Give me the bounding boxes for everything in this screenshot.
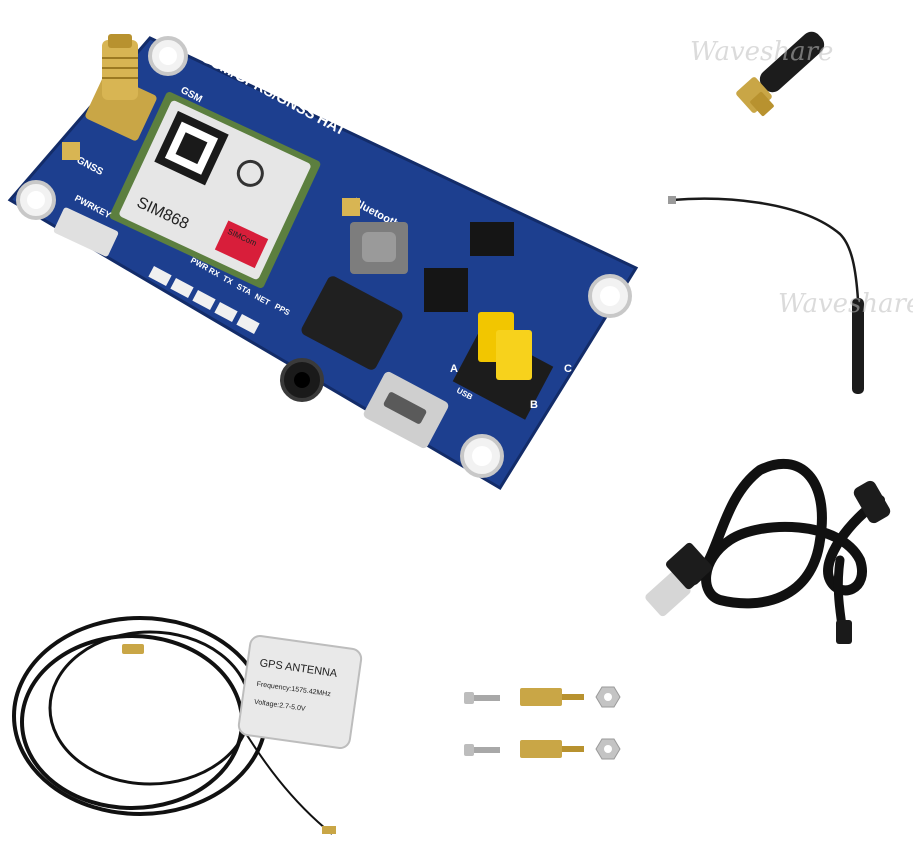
jumper-a: A	[450, 363, 458, 375]
hex-nut	[595, 686, 621, 708]
brass-standoff	[520, 688, 584, 706]
jumper-block	[452, 312, 554, 420]
watermark: Waveshare	[690, 37, 833, 67]
brass-standoff	[520, 740, 584, 758]
hex-nut	[595, 738, 621, 760]
watermark-2: Waveshare	[778, 289, 913, 319]
mounting-holes	[16, 36, 632, 478]
hardware-kit	[464, 686, 621, 760]
screw	[464, 744, 500, 756]
audio-jack	[280, 276, 403, 402]
usb-cable	[645, 458, 891, 644]
screw	[464, 692, 500, 704]
chip	[424, 268, 468, 312]
sma-connector	[85, 34, 157, 141]
micro-usb-port	[363, 371, 449, 449]
sim868-module: SIM868 SIMCom	[109, 91, 321, 289]
gsm-antenna	[736, 31, 825, 116]
jumper-c: C	[564, 363, 572, 375]
pwrkey-switch	[53, 207, 119, 257]
ufl-pigtail-antenna	[668, 196, 864, 394]
chip	[470, 222, 514, 256]
ufl-connector	[62, 142, 80, 160]
gps-antenna: GPS ANTENNA Frequency:1575.42MHz Voltage…	[12, 616, 363, 835]
jumper-b: B	[530, 399, 538, 411]
gsm-gnss-hat-board: SIM868 SIMCom GSM/GPRS/GNSS HAT Bluetoot…	[7, 34, 639, 491]
ufl-connector	[342, 198, 360, 216]
